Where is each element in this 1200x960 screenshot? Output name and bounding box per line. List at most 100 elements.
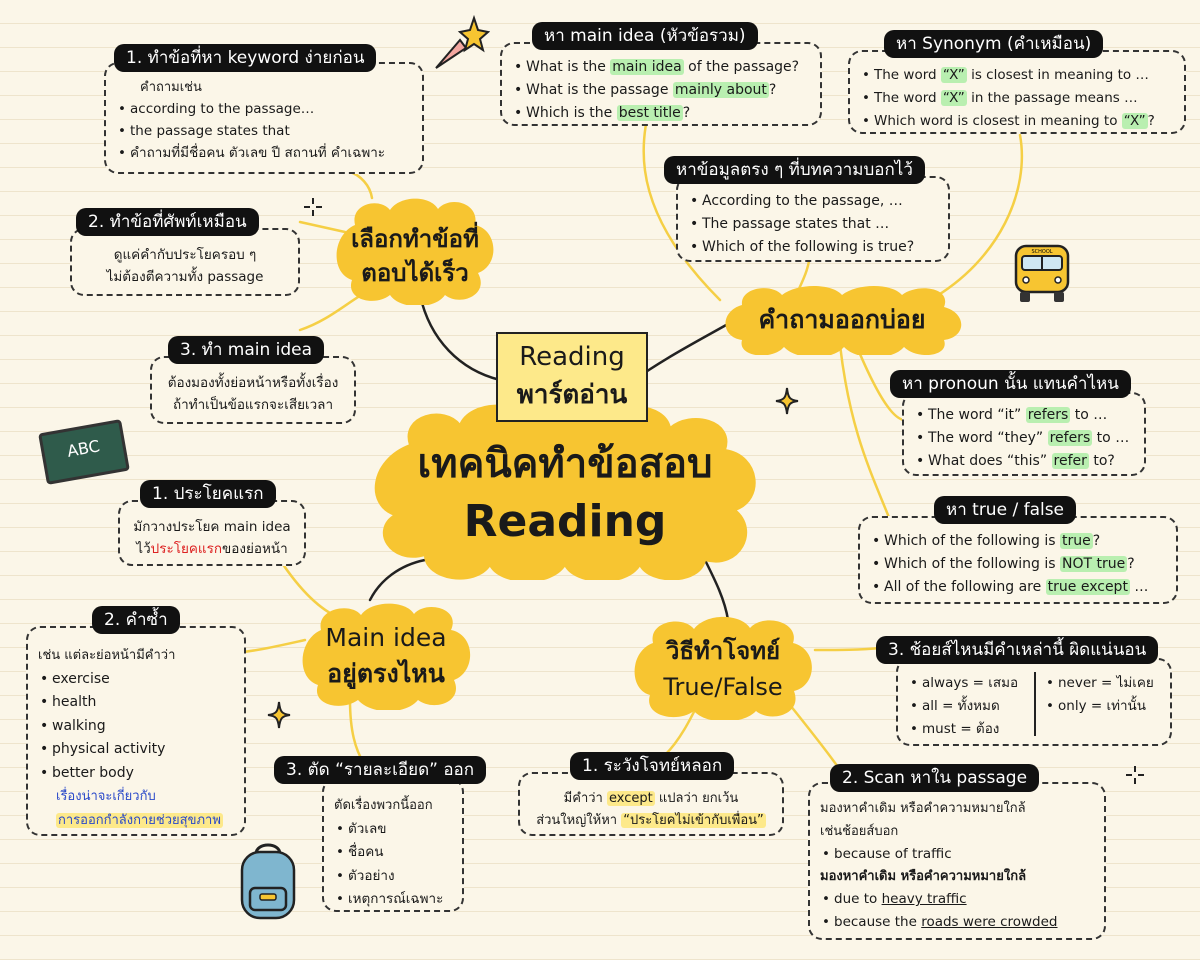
tf-trap-box: มีคำว่า except แปลว่า ยกเว้น ส่วนใหญ่ให้… [518, 772, 784, 836]
frequent-pronoun-line: The word “it” refers to … [916, 404, 1134, 427]
frequent-synonym-line: The word “X” in the passage means … [862, 87, 1174, 110]
branch-quick-line2: ตอบได้เร็ว [361, 259, 469, 287]
tf-trap-line1: มีคำว่า except แปลว่า ยกเว้น [563, 791, 739, 806]
repeat-word: health [40, 691, 234, 715]
sparkle-icon [1126, 766, 1144, 784]
mainidea-first-line1: มักวางประโยค main idea [133, 519, 291, 535]
cloud-shape [725, 286, 962, 355]
frequent-mainidea-line: Which is the best title? [514, 102, 810, 125]
column-divider [1034, 672, 1036, 736]
absolute-left-column: always = เสมอ all = ทั้งหมด must = ต้อง [908, 672, 1018, 741]
sparkle-icon [775, 387, 799, 415]
frequent-direct-line: According to the passage, … [690, 190, 938, 213]
cut-item: เหตุการณ์เฉพาะ [336, 888, 452, 912]
tf-scan-item: because of traffic [822, 843, 1094, 866]
frequent-pronoun-line: What does “this” refer to? [916, 450, 1134, 473]
branch-tf-line2: True/False [663, 673, 783, 701]
mainidea-cut-title: 3. ตัด “รายละเอียด” ออก [274, 756, 487, 784]
center-title-english: Reading [463, 496, 667, 547]
mainidea-first-box: มักวางประโยค main idea ไว้ประโยคแรกของย่… [118, 500, 306, 566]
tf-scan-box: มองหาคำเดิม หรือคำความหมายใกล้ เช่นช้อยส… [808, 782, 1106, 940]
mainidea-cut-box: ตัดเรื่องพวกนี้ออก ตัวเลข ชื่อคน ตัวอย่า… [322, 778, 464, 912]
frequent-mainidea-title: หา main idea (หัวข้อรวม) [532, 22, 758, 50]
branch-quick-line1: เลือกทำข้อที่ [351, 225, 479, 253]
quick-item-2-box: ดูแค่คำกับประโยครอบ ๆ ไม่ต้องตีความทั้ง … [70, 228, 300, 296]
quick-item-2-line: ดูแค่คำกับประโยครอบ ๆ [113, 247, 257, 263]
frequent-truefalse-line: Which of the following is NOT true? [872, 553, 1166, 576]
frequent-synonym-box: The word “X” is closest in meaning to … … [848, 50, 1186, 134]
frequent-truefalse-line: Which of the following is true? [872, 530, 1166, 553]
repeat-word: walking [40, 715, 234, 739]
quick-item-3-line: ถ้าทำเป็นข้อแรกจะเสียเวลา [172, 397, 334, 413]
cloud-shape [336, 198, 494, 305]
sparkle-icon [304, 198, 322, 216]
cloud-shape [634, 616, 812, 720]
bus-sign-text: SCHOOL [1031, 249, 1052, 255]
branch-frequent-title: คำถามออกบ่อย [758, 305, 926, 334]
branch-tf-line1: วิธีทำโจทย์ [665, 637, 781, 665]
frequent-direct-line: The passage states that … [690, 213, 938, 236]
center-topic: เทคนิคทำข้อสอบ Reading [360, 400, 770, 580]
tf-absolute-box: always = เสมอ all = ทั้งหมด must = ต้อง … [896, 658, 1172, 746]
mainidea-cut-intro: ตัดเรื่องพวกนี้ออก [334, 798, 433, 813]
quick-item-2-title: 2. ทำข้อที่ศัพท์เหมือน [76, 208, 259, 236]
frequent-truefalse-line: All of the following are true except … [872, 576, 1166, 599]
quick-item-1-title: 1. ทำข้อที่หา keyword ง่ายก่อน [114, 44, 377, 72]
absolute-word: must = ต้อง [910, 718, 1018, 741]
repeat-conclusion-1: เรื่องน่าจะเกี่ยวกับ [56, 789, 156, 804]
quick-item-3-title: 3. ทำ main idea [168, 336, 325, 364]
tf-scan-line3: มองหาคำเดิม หรือคำความหมายใกล้ [820, 868, 1027, 884]
frequent-synonym-line: The word “X” is closest in meaning to … [862, 64, 1174, 87]
branch-mainidea-line1: Main idea [325, 623, 447, 652]
frequent-direct-line: Which of the following is true? [690, 236, 938, 259]
frequent-pronoun-line: The word “they” refers to … [916, 427, 1134, 450]
branch-frequent-questions: คำถามออกบ่อย [722, 285, 962, 355]
quick-item-3-line: ต้องมองทั้งย่อหน้าหรือทั้งเรื่อง [167, 375, 339, 391]
school-bus-icon: SCHOOL [1014, 244, 1070, 302]
cloud-shape [374, 403, 756, 580]
frequent-pronoun-title: หา pronoun นั้น แทนคำไหน [890, 370, 1131, 398]
frequent-truefalse-title: หา true / false [934, 496, 1077, 524]
absolute-word: never = ไม่เคย [1046, 672, 1154, 695]
tf-scan-item: due to heavy traffic [822, 888, 1094, 911]
mainidea-repeat-box: เช่น แต่ละย่อหน้ามีคำว่า exercise health… [26, 626, 246, 836]
cut-item: ตัวอย่าง [336, 865, 452, 889]
center-title-thai: เทคนิคทำข้อสอบ [417, 441, 713, 487]
repeat-word: physical activity [40, 738, 234, 762]
branch-answer-quick: เลือกทำข้อที่ ตอบได้เร็ว [330, 195, 500, 305]
absolute-right-column: never = ไม่เคย only = เท่านั้น [1044, 672, 1154, 718]
backpack-icon [240, 843, 296, 920]
absolute-word: always = เสมอ [910, 672, 1018, 695]
mainidea-repeat-title: 2. คำซ้ำ [92, 606, 180, 634]
branch-main-idea-location: Main idea อยู่ตรงไหน [296, 600, 476, 710]
absolute-word: only = เท่านั้น [1046, 695, 1154, 718]
mainidea-repeat-intro: เช่น แต่ละย่อหน้ามีคำว่า [38, 648, 176, 663]
frequent-synonym-line: Which word is closest in meaning to “X”? [862, 110, 1174, 133]
mainidea-first-title: 1. ประโยคแรก [140, 480, 276, 508]
quick-item-1-box: คำถามเช่น according to the passage… the … [104, 62, 424, 174]
frequent-synonym-title: หา Synonym (คำเหมือน) [884, 30, 1104, 58]
quick-item-1-line: คำถามที่มีชื่อคน ตัวเลข ปี สถานที่ คำเฉพ… [118, 142, 412, 164]
tf-scan-line1: มองหาคำเดิม หรือคำความหมายใกล้ [820, 801, 1026, 816]
tf-trap-line2: ส่วนใหญ่ให้หา “ประโยคไม่เข้ากับเพื่อน” [536, 813, 766, 828]
frequent-mainidea-line: What is the main idea of the passage? [514, 56, 810, 79]
repeat-word: exercise [40, 668, 234, 692]
tf-scan-item: because the roads were crowded [822, 911, 1094, 934]
frequent-direct-box: According to the passage, … The passage … [676, 176, 950, 262]
reading-part-label: Reading พาร์ตอ่าน [496, 332, 648, 422]
mainidea-first-line2: ไว้ประโยคแรกของย่อหน้า [136, 541, 288, 557]
frequent-direct-title: หาข้อมูลตรง ๆ ที่บทความบอกไว้ [664, 156, 925, 184]
repeat-conclusion-2: การออกกำลังกายช่วยสุขภาพ [56, 812, 223, 828]
cut-item: ชื่อคน [336, 841, 452, 865]
quick-item-1-line: the passage states that [118, 120, 412, 142]
cut-item: ตัวเลข [336, 818, 452, 842]
cloud-shape [302, 603, 471, 710]
branch-mainidea-line2: อยู่ตรงไหน [327, 659, 445, 688]
branch-true-false: วิธีทำโจทย์ True/False [628, 615, 818, 720]
frequent-mainidea-box: What is the main idea of the passage? Wh… [500, 42, 822, 126]
quick-item-3-box: ต้องมองทั้งย่อหน้าหรือทั้งเรื่อง ถ้าทำเป… [150, 356, 356, 424]
reading-label-thai: พาร์ตอ่าน [516, 380, 628, 410]
frequent-mainidea-line: What is the passage mainly about? [514, 79, 810, 102]
tf-scan-line2: เช่นช้อยส์บอก [820, 823, 899, 839]
tf-scan-title: 2. Scan หาใน passage [830, 764, 1040, 792]
